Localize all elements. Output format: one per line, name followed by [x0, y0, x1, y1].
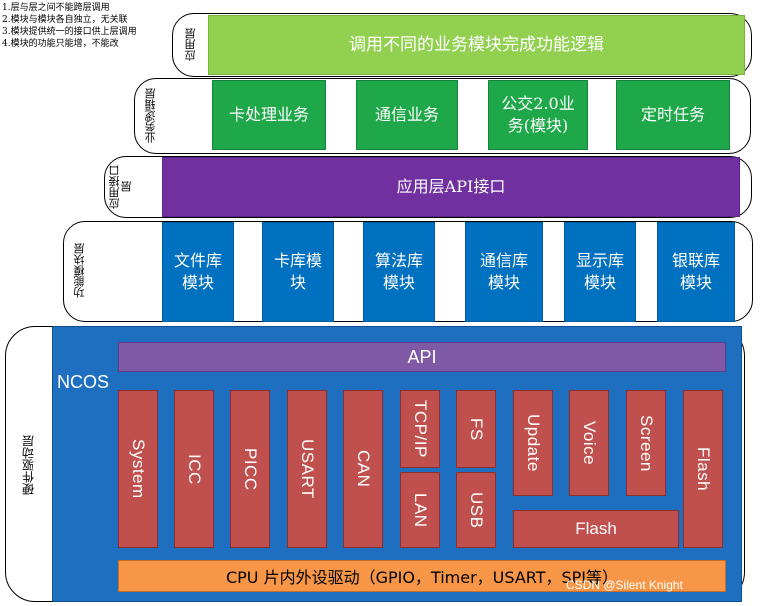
module-picc: PICC	[230, 390, 270, 548]
business-box-timer: 定时任务	[616, 80, 730, 150]
function-box-file: 文件库模块	[162, 222, 234, 322]
function-box-display: 显示库模块	[564, 222, 636, 322]
function-layer-label: 功能模块层	[73, 243, 86, 299]
business-box-bus: 公交2.0业务(模块)	[488, 80, 588, 150]
module-screen: Screen	[626, 390, 666, 496]
ncos-label: NCOS	[57, 372, 110, 392]
module-usb: USB	[456, 472, 496, 548]
function-box-unionpay: 银联库模块	[657, 222, 735, 322]
note-4: 4.模块的功能只能增，不能改	[2, 39, 119, 49]
module-fs: FS	[456, 390, 496, 468]
note-2: 2.模块与模块各自独立，无关联	[2, 15, 128, 25]
function-box-algo: 算法库模块	[363, 222, 435, 322]
function-box-card: 卡库模块	[262, 222, 334, 322]
module-icc: ICC	[174, 390, 214, 548]
business-box-comm: 通信业务	[356, 80, 458, 150]
api-bar: API	[118, 342, 726, 372]
api-if-layer-label: 应用接口层	[108, 165, 133, 209]
design-notes: 1.层与层之间不能跨层调用 2.模块与模块各自独立，无关联 3.模块提供统一的接…	[2, 2, 137, 50]
app-layer-label: 应用层	[184, 28, 197, 62]
module-flash-vertical: Flash	[683, 390, 723, 548]
cpu-driver-bar: CPU 片内外设驱动（GPIO，Timer，USART，SPI等）	[118, 560, 726, 592]
module-lan: LAN	[400, 472, 440, 548]
note-1: 1.层与层之间不能跨层调用	[2, 3, 110, 13]
module-system: System	[118, 390, 158, 548]
module-flash-horizontal: Flash	[513, 510, 679, 548]
watermark: CSDN @Silent Knight	[566, 578, 683, 592]
module-voice: Voice	[569, 390, 609, 496]
hardware-layer-label: 硬件驱动层	[21, 435, 36, 495]
business-box-card: 卡处理业务	[212, 80, 326, 150]
module-update: Update	[513, 390, 553, 496]
module-can: CAN	[343, 390, 383, 548]
function-box-comm: 通信库模块	[465, 222, 543, 322]
app-layer-box: 调用不同的业务模块完成功能逻辑	[208, 15, 745, 75]
business-layer-label: 业务逻辑层	[144, 88, 157, 144]
module-tcpip: TCP/IP	[400, 390, 440, 468]
api-if-box: 应用层API接口	[162, 157, 740, 217]
note-3: 3.模块提供统一的接口供上层调用	[2, 27, 137, 37]
module-usart: USART	[287, 390, 327, 548]
